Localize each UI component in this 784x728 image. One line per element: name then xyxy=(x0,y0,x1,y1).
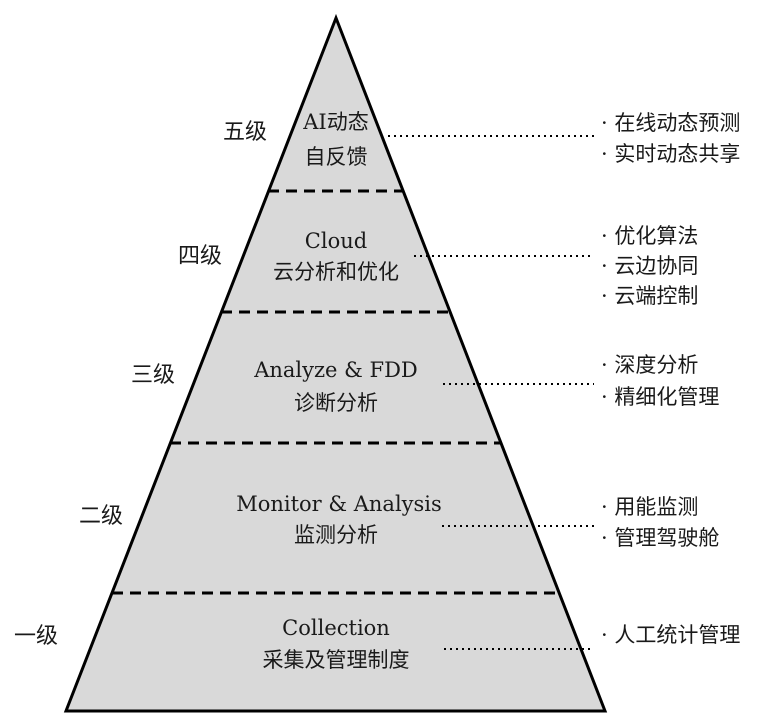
tier-2-level-label: 二级 xyxy=(79,504,123,529)
pyramid-body xyxy=(63,13,608,713)
tier-1-title-line-1: Collection xyxy=(282,616,390,640)
tier-4-note-1: · 优化算法 xyxy=(601,224,698,248)
tier-5-title-line-2: 自反馈 xyxy=(305,145,368,169)
tier-4-title-line-2: 云分析和优化 xyxy=(273,260,399,284)
tier-1-note-1: · 人工统计管理 xyxy=(601,623,740,647)
tier-1-level-label: 一级 xyxy=(14,624,58,649)
tier-3-level-label: 三级 xyxy=(131,363,175,388)
tier-1-title-line-2: 采集及管理制度 xyxy=(263,648,410,672)
tier-5-title-line-1: AI动态 xyxy=(302,110,368,134)
tier-4-note-2: · 云边协同 xyxy=(601,254,698,278)
tier-5-note-1: · 在线动态预测 xyxy=(601,111,740,135)
tier-2-title-line-1: Monitor & Analysis xyxy=(236,492,442,516)
tier-2-note-2: · 管理驾驶舱 xyxy=(601,526,719,550)
tier-3-title-line-1: Analyze & FDD xyxy=(253,358,418,382)
tier-4-note-3: · 云端控制 xyxy=(601,284,698,308)
tier-4-title-line-1: Cloud xyxy=(305,229,367,253)
tier-4-level-label: 四级 xyxy=(178,244,222,269)
tier-2-title-line-2: 监测分析 xyxy=(294,523,378,547)
tier-5-note-2: · 实时动态共享 xyxy=(601,142,740,166)
tier-2-note-1: · 用能监测 xyxy=(601,495,698,519)
tier-3-note-1: · 深度分析 xyxy=(601,353,698,377)
tier-3-note-2: · 精细化管理 xyxy=(601,385,719,409)
tier-3-title-line-2: 诊断分析 xyxy=(294,391,378,415)
tier-5-level-label: 五级 xyxy=(223,120,267,145)
